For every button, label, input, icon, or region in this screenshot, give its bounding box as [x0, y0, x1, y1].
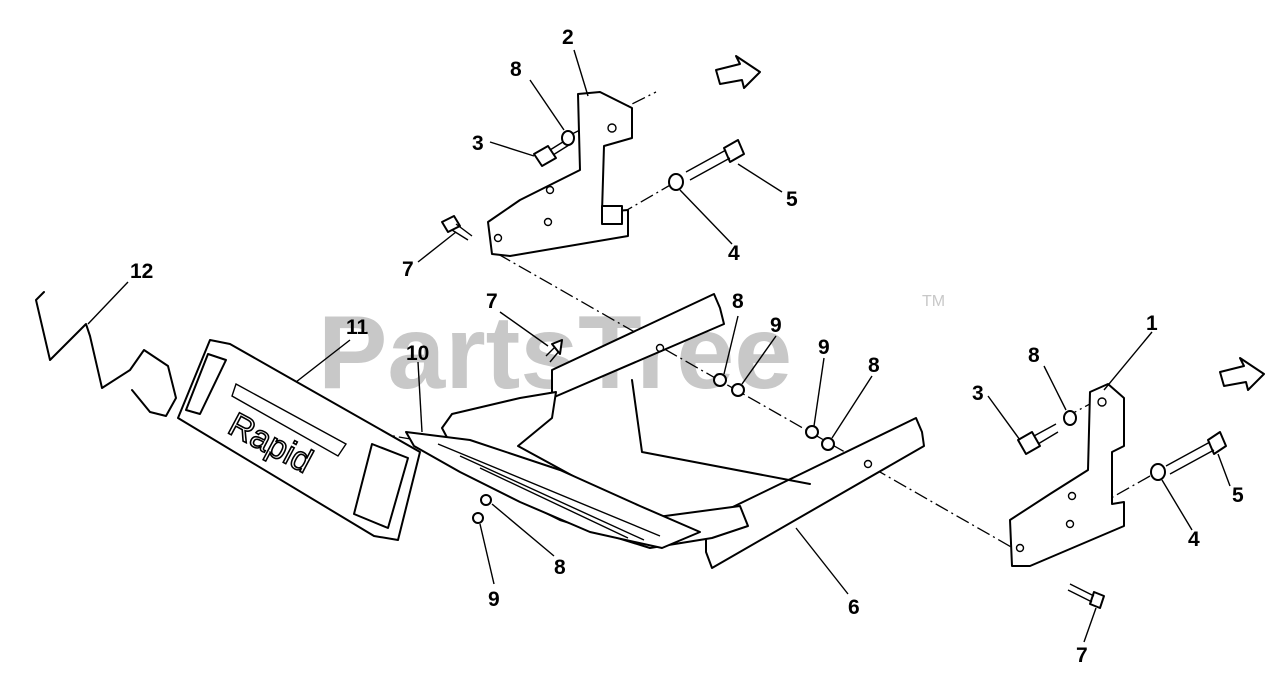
callout-label: 9 [818, 336, 830, 359]
wire-clip-part-12 [35, 291, 177, 417]
callout-label: 7 [402, 258, 414, 281]
callout-labels: 1 2 3 3 4 4 5 5 6 7 7 7 7 8 8 8 8 8 9 9 … [130, 26, 1244, 667]
callout-label: 7 [1076, 644, 1088, 667]
callout-label: 3 [472, 132, 484, 155]
callout-label: 5 [1232, 484, 1244, 507]
skid-plate-part-10 [405, 431, 701, 549]
callout-label: 10 [406, 342, 429, 365]
frame-beam-part-6 [441, 293, 925, 569]
fasteners [441, 130, 1227, 609]
callout-label: 4 [1188, 528, 1200, 551]
callout-label: 1 [1146, 312, 1158, 335]
rapid-block-part-11: Rapid [177, 339, 421, 541]
callout-label: 12 [130, 260, 153, 283]
callout-label: 5 [786, 188, 798, 211]
leader-lines [87, 49, 1231, 643]
callout-label: 7 [486, 290, 498, 313]
callout-label: 9 [488, 588, 500, 611]
callout-label: 3 [972, 382, 984, 405]
bracket-left-part-2 [487, 91, 633, 257]
callout-label: 8 [732, 290, 744, 313]
callout-label: 11 [346, 316, 369, 339]
callout-label: 6 [848, 596, 860, 619]
callout-label: 4 [728, 242, 740, 265]
callout-label: 2 [562, 26, 574, 49]
callout-label: 8 [554, 556, 566, 579]
callout-label: 8 [510, 58, 522, 81]
bracket-right-part-1 [1009, 383, 1125, 567]
watermark-trademark: TM [922, 293, 945, 310]
callout-label: 8 [1028, 344, 1040, 367]
callout-label: 9 [770, 314, 782, 337]
direction-arrow-right [1219, 357, 1265, 391]
callout-label: 8 [868, 354, 880, 377]
direction-arrow-top [715, 55, 761, 89]
